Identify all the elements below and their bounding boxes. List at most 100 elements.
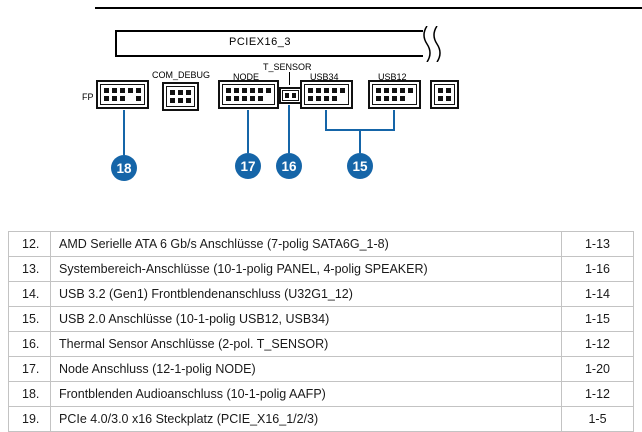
pin <box>234 96 239 101</box>
cell-number: 13. <box>8 256 51 282</box>
pin <box>112 96 117 101</box>
pin <box>234 88 239 93</box>
cell-number: 19. <box>8 406 51 432</box>
pin <box>324 88 329 93</box>
pin <box>170 90 175 95</box>
t-sensor-leader-line <box>289 72 290 85</box>
pin-field <box>222 84 275 105</box>
cell-number: 12. <box>8 231 51 257</box>
pin <box>332 96 337 101</box>
pin <box>170 98 175 103</box>
callout-line-18 <box>123 110 125 155</box>
cell-number: 14. <box>8 281 51 307</box>
cell-number: 17. <box>8 356 51 382</box>
pin <box>400 88 405 93</box>
cell-page: 1-16 <box>561 256 634 282</box>
pin <box>120 88 125 93</box>
pin <box>128 88 133 93</box>
pin <box>250 88 255 93</box>
cell-page: 1-14 <box>561 281 634 307</box>
pcie-slot-label: PCIEX16_3 <box>229 36 291 48</box>
table-row: 12.AMD Serielle ATA 6 Gb/s Anschlüsse (7… <box>8 231 634 257</box>
aafp-label: FP <box>82 92 94 102</box>
cell-description: USB 2.0 Anschlüsse (10-1-polig USB12, US… <box>50 306 562 332</box>
break-mark-icon <box>423 26 441 62</box>
callout-line-17 <box>247 110 249 153</box>
pin-field <box>372 84 417 105</box>
pin <box>332 88 337 93</box>
com-debug-label: COM_DEBUG <box>152 70 211 80</box>
connector-usb12 <box>368 80 421 109</box>
pin-field <box>434 84 455 105</box>
table-row: 16.Thermal Sensor Anschlüsse (2-pol. T_S… <box>8 331 634 357</box>
cell-page: 1-20 <box>561 356 634 382</box>
cell-page: 1-13 <box>561 231 634 257</box>
pin <box>392 96 397 101</box>
cell-description: Frontblenden Audioanschluss (10-1-polig … <box>50 381 562 407</box>
pin <box>292 93 296 98</box>
pin <box>258 96 263 101</box>
callout-15: 15 <box>347 153 373 179</box>
callout-bracket-bar <box>325 129 395 131</box>
callout-bracket-left <box>325 110 327 131</box>
pin-field <box>304 84 349 105</box>
cell-description: Node Anschluss (12-1-polig NODE) <box>50 356 562 382</box>
pin <box>446 88 451 93</box>
callout-line-16 <box>288 105 290 153</box>
pin <box>178 98 183 103</box>
connector-usb34 <box>300 80 353 109</box>
usb12-label: USB12 <box>378 72 407 82</box>
pin <box>136 96 141 101</box>
pin <box>340 88 345 93</box>
callout-line-15 <box>359 131 361 153</box>
callout-18: 18 <box>111 155 137 181</box>
cell-page: 1-12 <box>561 381 634 407</box>
pin <box>438 88 443 93</box>
connector-node <box>218 80 279 109</box>
connector-partial-right <box>430 80 459 109</box>
pin <box>226 88 231 93</box>
pin <box>316 96 321 101</box>
pin <box>316 88 321 93</box>
pin <box>136 88 141 93</box>
pin <box>104 96 109 101</box>
pin-field <box>282 90 299 101</box>
cell-description: Thermal Sensor Anschlüsse (2-pol. T_SENS… <box>50 331 562 357</box>
table-row: 14.USB 3.2 (Gen1) Frontblendenanschluss … <box>8 281 634 307</box>
pin <box>308 96 313 101</box>
pin <box>186 98 191 103</box>
table-row: 15.USB 2.0 Anschlüsse (10-1-polig USB12,… <box>8 306 634 332</box>
pin <box>376 88 381 93</box>
cell-page: 1-12 <box>561 331 634 357</box>
callout-bracket-right <box>393 110 395 131</box>
usb34-label: USB34 <box>310 72 339 82</box>
pin <box>324 96 329 101</box>
callout-16: 16 <box>276 153 302 179</box>
t-sensor-label: T_SENSOR <box>263 62 312 72</box>
cell-description: USB 3.2 (Gen1) Frontblendenanschluss (U3… <box>50 281 562 307</box>
pin <box>112 88 117 93</box>
pin <box>285 93 289 98</box>
connector-com-debug <box>162 82 199 111</box>
pin-field <box>100 84 145 105</box>
board-edge-line <box>95 7 642 9</box>
pin <box>186 90 191 95</box>
pin <box>376 96 381 101</box>
pin <box>408 88 413 93</box>
table-row: 18.Frontblenden Audioanschluss (10-1-pol… <box>8 381 634 407</box>
pin <box>438 96 443 101</box>
connector-t-sensor <box>279 87 302 104</box>
pin <box>104 88 109 93</box>
cell-number: 15. <box>8 306 51 332</box>
pin <box>392 88 397 93</box>
board-diagram: PCIEX16_3 FP COM_DEBUG NODE T_SENSOR USB… <box>0 0 642 200</box>
cell-description: PCIe 4.0/3.0 x16 Steckplatz (PCIE_X16_1/… <box>50 406 562 432</box>
pin <box>384 96 389 101</box>
cell-description: Systembereich-Anschlüsse (10-1-polig PAN… <box>50 256 562 282</box>
connector-table: 12.AMD Serielle ATA 6 Gb/s Anschlüsse (7… <box>8 231 634 432</box>
pin <box>242 96 247 101</box>
pin <box>178 90 183 95</box>
pin <box>446 96 451 101</box>
pin-field <box>166 86 195 107</box>
cell-number: 16. <box>8 331 51 357</box>
